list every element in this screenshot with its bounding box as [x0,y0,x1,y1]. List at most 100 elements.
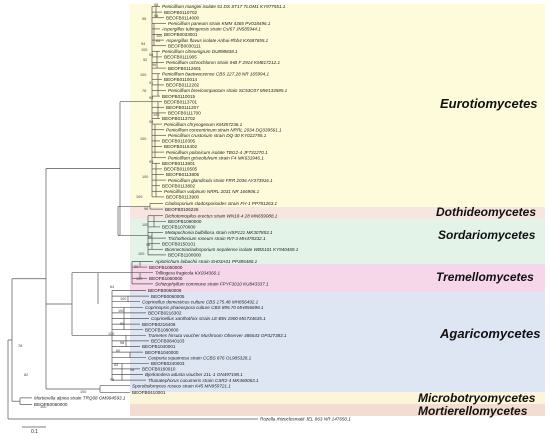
tip-label: BEOFB1040001 [142,344,176,349]
tip-label: BEOFB1100000 [168,253,202,258]
bootstrap-value: 100 [136,195,142,199]
tip-label: BEOFB1060000 [149,276,183,281]
bootstrap-value: 100 [138,252,144,256]
clade-label-mortierellomycetes: Mortierellomycetes [418,404,528,418]
tip-label: Mortierella alpina strain TRQ08 OM994593… [34,396,126,401]
tip-label: BEOFB0080000 [34,402,68,407]
clade-label-microbotryomycetes: Microbotryomycetes [418,391,536,405]
band-dothideomycetes [130,207,545,219]
tip-label: BEOFB1070000 [162,225,196,230]
tip-label: BEOFB0113900 [166,195,200,200]
tip-labels: Penicillium mangini isolate 51 DS ST17 T… [34,4,351,422]
bootstrap-value: 100 [108,332,114,336]
tip-label: BEOFB0150101 [162,241,196,246]
tip-label: BEOFB0110505 [164,167,198,172]
bootstrap-value: 100 [40,405,46,409]
tip-label: BEOFB0840103 [151,339,185,344]
bootstrap-value: 100 [80,390,86,394]
bootstrap-value: 76 [142,89,146,93]
tip-label: BEOFB0216406 [142,322,176,327]
tip-label: BEOFB0111905 [164,55,197,60]
tip-label: Bionnectriacladosporium nepalense isolat… [165,247,299,252]
tip-label: Penicillium mangini isolate 51 DS ST17 T… [162,4,286,9]
bootstrap-value: 91 [149,81,153,85]
band-agaricomycetes [130,292,545,392]
band-eurotiomycetes [130,4,545,207]
tip-label: Penicillium brevicompactum strain SC53C0… [168,88,288,93]
tip-label: Trichothecium roseum strain RIT-3 MH4783… [168,236,266,241]
band-sordariomycetes [130,219,545,264]
tip-label: Penicillium glandicola strain FRR 2036 A… [168,178,273,183]
tip-label: Aspergillus flavus isolate Anhui-Rhb4 KX… [165,38,269,43]
tip-label: Thanatephorus cucumeris strain CSR2-4 MK… [148,378,259,383]
tip-label: Cladosporium cladosporioides strain FH-1… [165,201,278,206]
tip-label: BEOFB1080000 [145,327,179,332]
scale-bar-label: 0.1 [31,429,38,435]
tip-label: BEOFB0112601 [168,66,202,71]
tip-label: Aspergillus tubingensis strain Cs/67 JN5… [161,27,261,32]
bootstrap-value: 78 [18,344,22,348]
bootstrap-value: 60 [116,349,120,353]
tip-label: BEOFB0030111 [168,43,201,48]
bootstrap-value: 100 [142,223,148,227]
bootstrap-value: 96 [152,63,156,67]
tip-label: BEOFB0110702 [164,10,198,15]
tip-label: Penicillium concentricum strain NRRL 203… [166,127,282,132]
bootstrap-value: 100 [136,277,142,281]
band-mortierellomycetes [130,404,545,416]
clade-label-dothideomycetes: Dothideomycetes [436,205,537,219]
band-tremellomycetes [130,264,545,292]
tip-label: Penicillium vulpinum NRRL 2031 NR 166906… [164,189,260,194]
tip-label: Trillingera fragicola KX034360.1 [155,270,220,275]
tip-label: BEOFB0113802 [162,183,196,188]
tree-branches [7,6,258,420]
band-microbotryomycetes [130,392,545,404]
tip-label: Penicillium chrysogenum KM357236.1 [164,122,243,127]
tip-label: Penicillium ochrochloron strain IHB F 29… [166,60,280,65]
bootstrap-value: 100 [140,73,146,77]
tip-label: BEOFB0240003 [151,361,185,366]
tip-label: BEOFB0110305 [162,139,196,144]
tip-label: BEOFB1050000 [149,265,183,270]
tip-label: BEOFB0113702 [162,116,196,121]
tip-label: BEOFB0216302 [148,311,182,316]
tip-label: BEOFB0033001 [164,32,198,37]
bootstrap-value: 98 [130,368,134,372]
tip-label: Rozella rhizoclosmatii JEL 863 NR 147650… [260,417,351,422]
bootstrap-value: 98 [154,14,158,18]
tip-label: BEOFB0410001 [132,390,166,395]
bootstrap-value: 100 [153,113,159,117]
bootstrap-value: 99 [149,160,153,164]
tip-label: Bjerkandera adusta voucher 21L-1 ON49719… [145,372,243,377]
clade-label-eurotiomycetes: Eurotiomycetes [440,96,538,111]
bootstrap-value: 99 [134,265,138,269]
tip-label: Penicillium citreonigrum DU898838.1 [162,49,238,54]
tip-label: BEOFB0113701 [164,99,198,104]
tip-label: Metapochonia bulbillosa strain HSP121 MK… [165,230,273,235]
clade-label-agaricomycetes: Agaricomycetes [440,326,541,341]
bootstrap-value: 86 [148,235,152,239]
bootstrap-value: 99 [110,378,114,382]
bootstrap-value: 98 [154,3,158,7]
tip-label: Penicillium paneum strain KMM 4365 PV018… [168,21,271,26]
tip-label: BEOFB1040000 [145,350,179,355]
tip-label: BEOFB0114000 [166,15,200,20]
bootstrap-value: 84 [156,39,160,43]
bootstrap-value: 98 [149,120,153,124]
bootstrap-values: 9898951008494100989296100917698100981009… [18,3,162,409]
tip-label: BEOFB0113801 [162,161,196,166]
tip-label: Penicillium baetweczense CBS 227.28 NR 1… [162,71,269,76]
tip-label: BEOFB0060006 [148,288,182,293]
tip-label: BEOFB0060005 [151,294,185,299]
tip-label: Sporobolomyces roseus strain K45 MN95972… [132,383,231,388]
clade-label-tremellomycetes: Tremellomycetes [436,270,534,284]
bootstrap-value: 90 [120,322,124,326]
bootstrap-value: 100 [120,297,126,301]
tip-label: Penicillium griseofulvum strain F4 MK631… [168,155,264,160]
bootstrap-value: 95 [142,17,146,21]
bootstrap-value: 100 [142,175,148,179]
tip-label: Trametes hirsuta voucher Mushroom Observ… [148,333,287,338]
bootstrap-value: 92 [143,58,147,62]
bootstrap-value: 94 [141,42,145,46]
